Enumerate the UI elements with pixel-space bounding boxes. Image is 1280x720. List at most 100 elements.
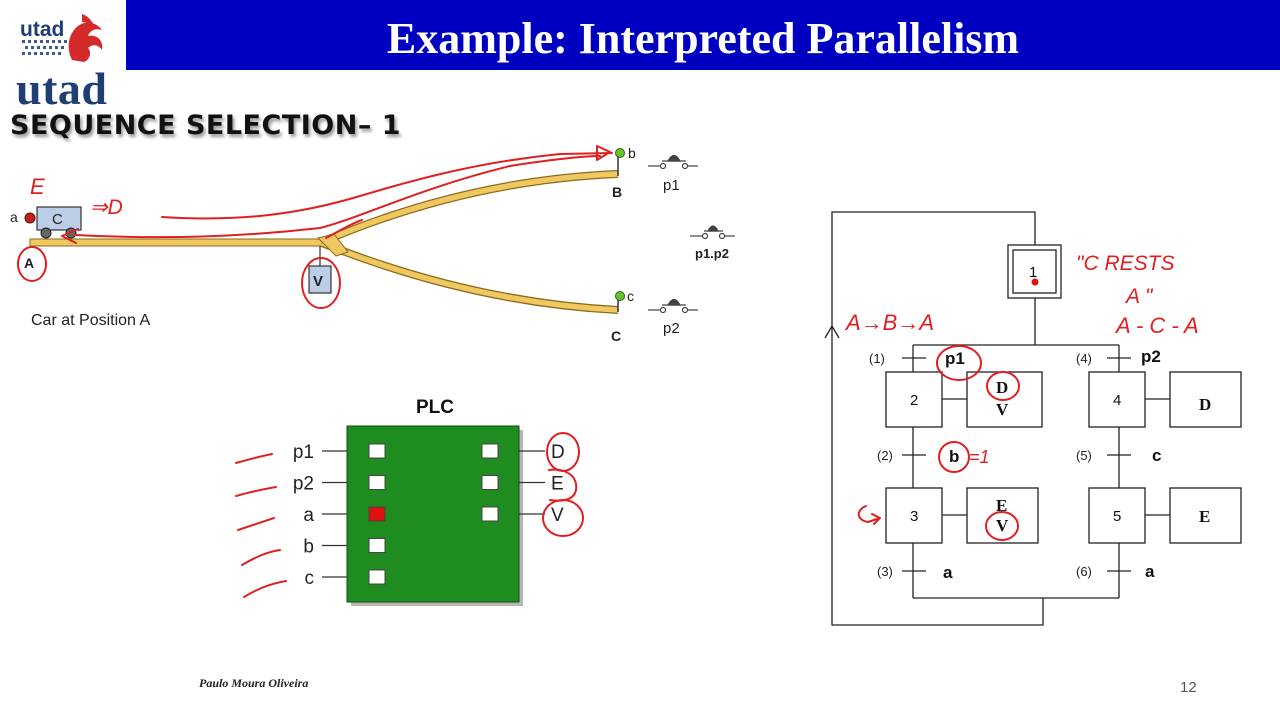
loop-arrow-icon [824,324,840,339]
step-3-number: 3 [910,508,918,525]
circle-mark-p1 [936,345,982,381]
plc-input-label-p2: p2 [293,474,314,495]
route-arrow-icon [596,145,611,161]
logo-main-text: utad [16,63,108,114]
logo-small-text: utad [20,18,65,41]
transition-1-condition: p1 [945,349,965,368]
plc-input-label-p1: p1 [293,442,314,463]
tick-mark [243,580,287,598]
transition-5-number: (5) [1076,448,1092,463]
route-return-stroke [74,155,601,239]
plc-block: PLC p1 p2 abc DEV [293,397,565,606]
initial-step-number: 1 [1029,264,1037,281]
route-to-b-stroke [161,152,613,220]
step-2-action-1: D [996,378,1008,397]
author-name: Paulo Moura Oliveira [199,676,309,690]
annotation-b-equals: =1 [969,447,990,467]
annotation-d: ⇒D [90,196,123,219]
plc-input-led-c [368,569,386,585]
plc-output-label-V: V [551,505,564,526]
step-3-action-1: E [996,496,1007,515]
track-diagram: b c B C C a A V p1 p1.p2 p2 [10,145,735,344]
valve-box [308,265,332,294]
title-bar [126,0,1280,70]
upper-rail [320,171,619,245]
plc-input-label-b: b [303,537,314,558]
transition-5-condition: c [1152,446,1161,465]
plc-output-label-E: E [551,474,564,495]
step-4-action-1: D [1199,395,1211,414]
plc-inputs: p1 p2 abc [293,442,386,589]
transition-1-number: (1) [869,351,885,366]
initial-step-inner [1012,249,1057,294]
plc-input-led-a [368,506,386,522]
loop-return-line [831,211,1044,626]
plc-input-led-p1 [368,443,386,459]
transition-3-condition: a [943,563,953,582]
tick-mark [237,517,275,531]
upper-rail-outline [320,170,619,246]
step-5-action-1: E [1199,507,1210,526]
annotation-route-1: A→B→A [844,310,934,335]
push-button-p2-icon [648,298,698,314]
tick-mark [241,549,281,566]
plc-input-label-a: a [303,505,314,526]
tick-mark [235,453,273,464]
circle-mark-b [938,441,970,473]
plc-input-led-b [368,538,386,553]
annotation-e: E [30,174,45,199]
transition-6-number: (6) [1076,564,1092,579]
page-number: 12 [1180,679,1197,696]
handwritten-annotations: E ⇒D =1 A→B→A "C RESTS A " A - C - A [17,145,1199,598]
sensor-b-label: b [628,145,636,161]
circle-mark-a [17,246,47,282]
switch-points [317,233,349,257]
position-c-label: C [611,328,621,344]
circle-mark-v [985,511,1019,541]
push-button-p1-icon [648,154,698,170]
push-button-p1p2-icon [690,225,735,240]
track-caption: Car at Position A [31,312,151,329]
plc-input-label-c: c [305,568,315,589]
sensor-c-icon [615,291,625,301]
position-a-label: A [24,255,34,271]
plc-input-led-p2 [368,475,386,490]
transition-2-number: (2) [877,448,893,463]
switch-mark-stroke [325,219,363,239]
car-wheel-icon [40,227,52,239]
valve-label: V [313,273,323,290]
button-p2-label: p2 [663,320,680,337]
section-heading: SEQUENCE SELECTION– 1 [10,110,402,141]
lower-rail-outline [320,239,619,314]
annotation-note-2: A " [1124,285,1154,308]
step-3-arrow-icon [857,505,881,525]
step-5-number: 5 [1113,508,1121,525]
bracket-mark-plc-e [548,468,578,502]
action-box-4 [1169,371,1242,428]
sensor-a-icon [24,212,36,224]
grafcet-labels: 1 2 D V 3 E V 4 D 5 E (1) p1 (2) b (3) a… [869,264,1211,582]
plc-title: PLC [416,397,454,418]
phoenix-logo-icon [22,14,103,62]
plc-output-led-E [481,475,499,490]
sensor-b-icon [615,148,625,158]
transition-3-number: (3) [877,564,893,579]
tick-mark [235,486,277,497]
sensor-a-label: a [10,209,18,225]
page-title: Example: Interpreted Parallelism [386,14,1020,63]
transition-6-condition: a [1145,562,1155,581]
step-4-number: 4 [1113,392,1121,409]
button-p1p2-label: p1.p2 [695,246,729,261]
plc-output-led-V [481,506,499,522]
lower-rail [320,240,619,313]
car-label: C [52,211,63,228]
sensor-c-label: c [627,288,634,304]
circle-mark-valve [301,257,341,309]
action-box-3 [966,487,1039,544]
plc-output-label-D: D [551,442,565,463]
annotation-route-2: A - C - A [1114,313,1199,338]
button-p1-label: p1 [663,177,680,194]
logo [0,0,126,110]
transition-2-condition: b [949,447,959,466]
